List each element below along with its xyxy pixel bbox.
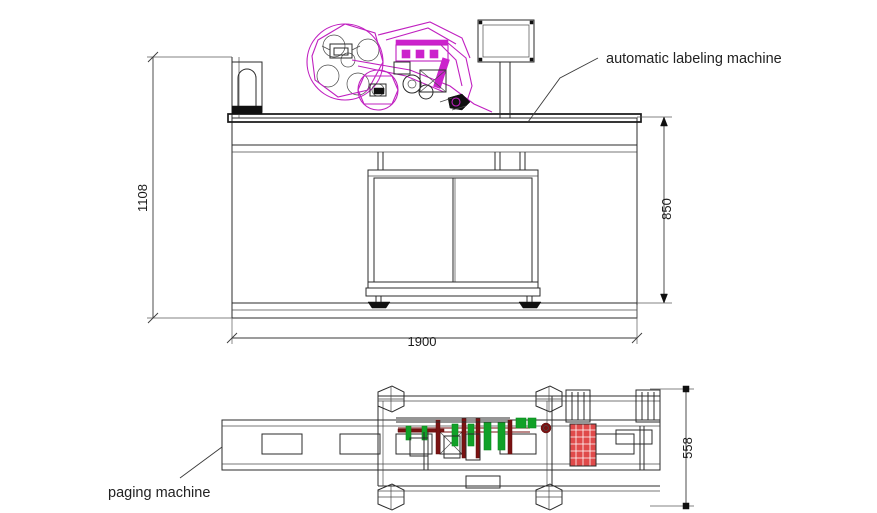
annotation-paging-machine: paging machine <box>108 446 223 501</box>
annotation-group: automatic labeling machine paging machin… <box>108 51 782 501</box>
dimension-1108: 1108 <box>135 51 232 324</box>
machine-body <box>227 57 642 319</box>
labeling-head <box>306 21 493 113</box>
front-view-group <box>227 19 642 319</box>
control-panel <box>477 19 535 118</box>
annotation-label-automatic-labeling-machine: automatic labeling machine <box>606 51 782 67</box>
dimension-group: 1108 850 1900 <box>135 51 695 510</box>
guard-arch <box>231 61 263 115</box>
cabinet-doors <box>365 152 541 297</box>
dimension-850-text: 850 <box>659 198 674 220</box>
leveling-feet <box>367 296 542 309</box>
dimension-1900-text: 1900 <box>408 334 437 349</box>
reject-station <box>569 423 597 467</box>
annotation-automatic-labeling-machine: automatic labeling machine <box>527 51 782 123</box>
side-guides <box>465 389 661 489</box>
top-view-group <box>221 385 661 511</box>
annotation-label-paging-machine: paging machine <box>108 485 210 501</box>
dimension-1108-text: 1108 <box>135 184 150 212</box>
dimension-1900: 1900 <box>226 305 643 349</box>
roller-hubs <box>377 385 563 511</box>
label-applicator <box>396 417 552 470</box>
dimension-558: 558 <box>650 385 695 510</box>
dimension-850: 850 <box>637 116 674 304</box>
dimension-558-text: 558 <box>680 437 695 459</box>
